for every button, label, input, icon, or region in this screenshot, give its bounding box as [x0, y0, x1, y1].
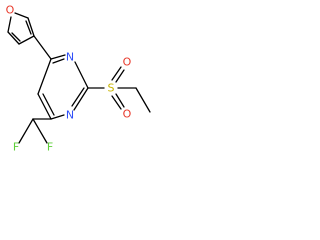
bond-furan-pyrimidine [33, 35, 52, 60]
bonds [7, 12, 151, 144]
bond-s-o-down-a [111, 95, 122, 110]
bond-pyr-c6-c5 [37, 93, 52, 120]
bond-s-o-up-b [115, 69, 125, 83]
bond-pyr-n3-c2 [74, 61, 89, 89]
bond-chf2-f-left [18, 118, 34, 144]
bond-chf2-f-right [32, 118, 48, 144]
bond-furan-c5-c4-inner [11, 32, 21, 42]
atom-f-right: F [47, 141, 53, 154]
atom-s: S [108, 82, 115, 95]
atom-o-furan: O [6, 4, 15, 17]
bond-furan-c3-c2 [27, 17, 35, 37]
molecule-structure-diagram: O N N S O O F F [6, 4, 151, 154]
bond-pyr-c2-n1-inner [71, 87, 85, 107]
bond-s-o-up-a [111, 66, 122, 81]
atom-labels: O N N S O O F F [6, 4, 132, 154]
bond-furan-c4-c3 [18, 35, 35, 45]
atom-n-top: N [66, 51, 74, 64]
bond-furan-c5-c4 [7, 31, 20, 45]
bond-furan-c3-c2-inner [25, 20, 32, 35]
atom-f-left: F [13, 141, 19, 154]
bond-pyr-c5-c4 [37, 58, 52, 95]
bond-pyr-c2-n1 [73, 87, 89, 111]
bond-pyr-c4-n3 [50, 54, 66, 60]
atom-o-sulfonyl-up: O [123, 56, 132, 69]
bond-pyr-c6-c5-inner [42, 93, 55, 116]
bond-s-o-down-b [115, 93, 125, 108]
atom-n-bottom: N [66, 109, 74, 122]
bond-furan-o-c2 [14, 12, 29, 19]
bond-pyr-c4-n3-inner [52, 58, 65, 64]
bond-furan-o-c5 [7, 16, 12, 33]
bond-pyr-n1-c6 [50, 114, 65, 120]
bond-ch2-ch3 [135, 87, 151, 113]
atom-o-sulfonyl-down: O [123, 108, 132, 121]
